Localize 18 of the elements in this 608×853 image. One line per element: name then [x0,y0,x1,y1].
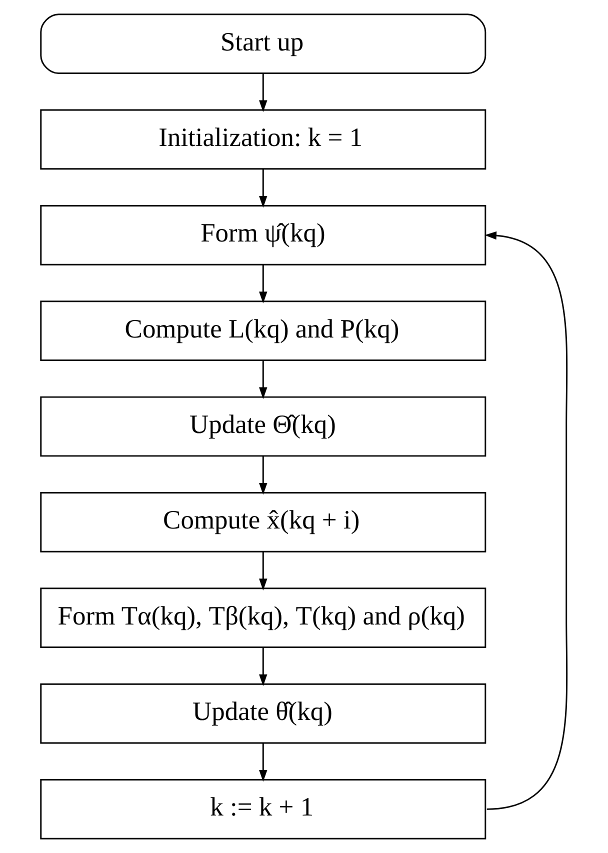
node-box: Start up [40,14,486,74]
node-box: Compute L(kq) and P(kq) [40,300,486,361]
node-box: Compute x̂(kq + i) [40,492,486,552]
arrow [259,648,268,686]
arrow [259,74,268,112]
arrow [259,743,268,782]
arrow [259,552,268,590]
arrow [259,456,268,495]
arrow [259,169,268,208]
arrow [259,264,268,304]
node-box: Update Θ̂(kq) [40,396,486,457]
arrow [259,360,268,400]
node-box: Form Tα(kq), Tβ(kq), T(kq) and ρ(kq) [40,588,486,648]
node-box: Update θ̂(kq) [40,683,486,744]
node-box: Form ψ̂(kq) [40,204,486,266]
node-box: k := k + 1 [40,779,486,840]
node-box: Initialization: k = 1 [40,109,486,170]
arrow [484,231,568,810]
